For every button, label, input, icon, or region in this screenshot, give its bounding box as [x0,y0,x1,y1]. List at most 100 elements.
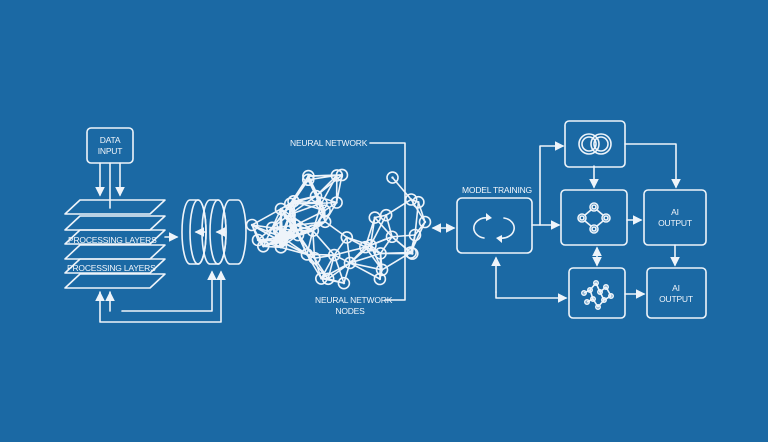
network-edge [280,200,295,210]
network-node-core [379,252,382,255]
network-node [406,247,419,260]
network-edge [373,216,393,238]
network-edge [281,213,291,239]
mini-edge [586,298,594,303]
network-edge [346,236,351,264]
network-edge [323,201,338,212]
network-node-core [311,229,315,232]
network-node-core [323,220,327,223]
network-node-core [413,233,417,237]
network-edge [306,229,314,256]
mini-node [580,289,587,296]
network-node [306,224,320,238]
network-node [337,276,351,290]
network-node [418,215,432,229]
network-edge [343,262,351,284]
ring-links [584,209,604,227]
network-edge [262,236,284,248]
network-node [283,208,296,221]
network-node-core [378,277,382,281]
ai-output-label: OUTPUT [659,294,693,304]
network-edge [327,254,336,280]
refresh-cycle-icon [473,213,515,243]
network-node [301,173,315,187]
network-node [364,239,377,252]
network-node [265,221,279,235]
mini-node [586,286,593,293]
network-node [321,272,335,286]
ai-output-label: AI [672,283,680,293]
network-node-core [342,281,346,285]
network-edge [391,234,416,238]
network-edge [257,226,274,241]
network-node-core [384,213,388,217]
network-node [330,169,344,182]
network-node [308,251,321,265]
neural-network-nodes-label: NEURAL NETWORK [315,295,393,305]
network-node-core [411,252,414,255]
network-node [273,234,286,247]
network-node [375,263,389,277]
data-input-label: INPUT [98,146,123,156]
network-node [289,224,303,237]
network-node-core [335,174,339,177]
network-node-core [281,236,284,239]
network-node-core [294,229,298,232]
network-node-core [364,245,367,249]
ring-node-core [579,215,585,221]
network-node [385,230,399,244]
ring-node-core [591,204,597,210]
graph-network-box [568,267,626,319]
network-node-core [326,277,330,281]
overlap-circles-icon [578,133,612,155]
network-node [276,231,289,244]
network-node [251,233,265,247]
ring-node [589,224,599,234]
network-node-core [307,174,310,178]
processing-layer [64,244,166,260]
processing-layers-stack [64,199,166,289]
input-arrows [95,162,125,209]
mini-edge [583,289,591,294]
neural-network-label: NEURAL NETWORK [290,138,368,148]
network-edge [324,201,338,223]
flow-arrows [491,141,681,303]
network-node [340,231,354,244]
network-edge [313,254,336,259]
mini-node [592,279,599,286]
network-node-core [423,220,427,224]
network-edge [251,224,259,241]
neural-network-graph [245,168,432,290]
mini-node [602,283,609,290]
processing-layer [64,215,166,231]
network-node-core [250,223,254,227]
mini-node [589,295,596,302]
network-node [343,256,357,270]
mini-edge [589,282,597,291]
data-input-label: DATA [100,135,121,145]
model-training-label: MODEL TRAINING [462,185,532,195]
network-node [300,248,314,261]
network-node-core [262,245,265,248]
network-node [373,272,387,286]
network-edge [320,201,338,205]
ai-output-box-bottom: AI OUTPUT [646,267,707,319]
network-node [359,240,372,254]
network-edge [313,257,323,280]
network-edge [288,213,297,232]
merge-box [564,120,626,168]
network-edge [288,200,295,216]
network-node [327,248,341,262]
network-node-core [345,236,349,239]
network-node-core [417,201,420,204]
network-node-core [279,207,283,211]
network-node-core [292,200,295,203]
network-edge [324,220,348,239]
network-node-core [313,256,316,260]
network-edge [349,246,367,264]
network-edge [262,226,274,248]
network-node [368,211,382,224]
network-node [318,215,332,229]
network-node [379,208,393,222]
network-node [274,202,288,216]
